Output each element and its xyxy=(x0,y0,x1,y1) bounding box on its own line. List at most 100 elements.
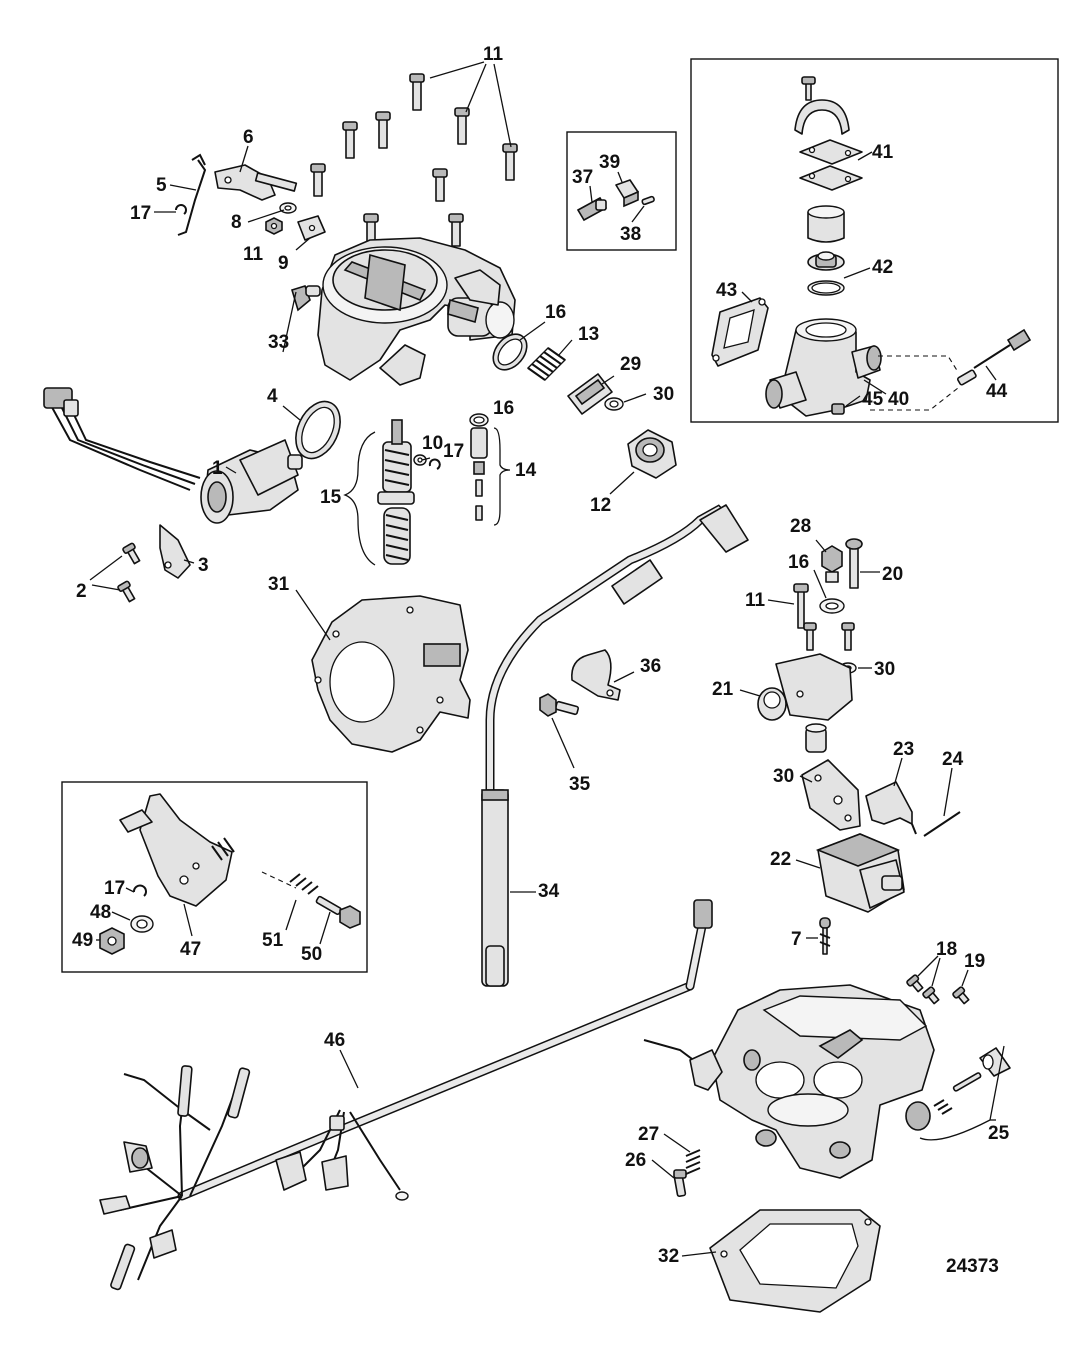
screw-11c xyxy=(793,583,809,629)
callout-31: 31 xyxy=(268,574,290,595)
bracket-9 xyxy=(297,215,326,241)
callout-19: 19 xyxy=(964,951,985,972)
bracket-3 xyxy=(159,524,191,579)
callout-27: 27 xyxy=(638,1124,659,1145)
plate-30c xyxy=(801,759,861,831)
retaining-clip-17 xyxy=(175,204,187,215)
callout-labels: 1 2 3 4 5 6 7 8 9 10 11 11 11 12 13 14 1… xyxy=(72,44,1010,1267)
callout-45: 45 xyxy=(862,389,884,410)
screws-2 xyxy=(117,542,141,603)
fitting-28 xyxy=(821,545,843,583)
callout-35: 35 xyxy=(569,774,591,795)
callout-30c: 30 xyxy=(773,766,794,787)
pin-24 xyxy=(923,811,961,837)
screw-35 xyxy=(539,693,580,717)
gasket-43 xyxy=(711,297,769,367)
screw-set-top xyxy=(310,73,518,247)
gasket-41b xyxy=(799,165,863,191)
callout-11c: 11 xyxy=(745,590,766,611)
callout-28: 28 xyxy=(790,516,811,537)
clamp-36 xyxy=(571,649,621,701)
callout-18: 18 xyxy=(936,939,957,960)
choke-rod xyxy=(177,153,207,236)
callout-16b: 16 xyxy=(493,398,514,419)
thermostat-housing-40 xyxy=(765,318,882,417)
pin-38 xyxy=(641,195,655,206)
callout-12: 12 xyxy=(590,495,611,516)
needle-and-seat-assembly xyxy=(469,413,489,521)
clip-17b xyxy=(428,458,441,470)
electric-choke-actuator xyxy=(43,387,303,524)
callout-4: 4 xyxy=(267,386,278,407)
callout-9: 9 xyxy=(278,253,289,274)
callout-16a: 16 xyxy=(545,302,566,323)
plug-45 xyxy=(831,403,845,415)
fuel-inlet-nut-12 xyxy=(627,429,677,479)
carburetor-throttle-body xyxy=(643,984,935,1179)
connector-39 xyxy=(615,179,639,208)
idle-screw-7 xyxy=(819,917,831,955)
callout-49: 49 xyxy=(72,930,93,951)
screws-right xyxy=(803,622,855,651)
callout-51: 51 xyxy=(262,930,284,951)
callout-21: 21 xyxy=(712,679,734,700)
callout-39: 39 xyxy=(599,152,620,173)
thermostat-cup xyxy=(807,205,845,243)
gasket-16 xyxy=(492,333,528,371)
thermostat-clamp xyxy=(794,76,850,135)
wiring-harness-46 xyxy=(99,899,713,1291)
callout-30b: 30 xyxy=(874,659,895,680)
throttle-lever-47 xyxy=(119,793,235,907)
callout-5: 5 xyxy=(156,175,167,196)
throttle-body-21 xyxy=(757,653,853,753)
temperature-sensor-37 xyxy=(576,196,608,222)
callout-50: 50 xyxy=(301,944,322,965)
callout-38: 38 xyxy=(620,224,641,245)
washer-8 xyxy=(279,202,297,214)
spring-13 xyxy=(526,347,567,381)
bracket-23 xyxy=(865,781,917,835)
choke-lever-bracket xyxy=(214,164,298,201)
thermostat-42 xyxy=(807,251,845,271)
screw-50 xyxy=(315,895,361,929)
inset-box-throttle-linkage xyxy=(61,781,368,973)
callout-7: 7 xyxy=(791,929,802,950)
screws-18 xyxy=(906,974,940,1005)
gasket-30a xyxy=(604,397,624,411)
callout-22: 22 xyxy=(770,849,791,870)
fitting-33 xyxy=(291,285,321,312)
callout-17c: 17 xyxy=(104,878,125,899)
washer-48 xyxy=(130,915,154,933)
callout-1: 1 xyxy=(212,458,223,479)
o-ring-4 xyxy=(295,400,341,460)
callout-34: 34 xyxy=(538,881,560,902)
filter-29 xyxy=(567,373,613,415)
callout-16c: 16 xyxy=(788,552,809,573)
callout-17a: 17 xyxy=(130,203,151,224)
temperature-sender-44 xyxy=(957,328,1032,386)
callout-40: 40 xyxy=(888,389,909,410)
figure-reference-number: 24373 xyxy=(946,1256,999,1277)
callout-46: 46 xyxy=(324,1030,345,1051)
clip-17c xyxy=(133,884,147,897)
callout-15: 15 xyxy=(320,487,342,508)
callout-32: 32 xyxy=(658,1246,679,1267)
inset-box-thermostat-housing xyxy=(690,58,1059,423)
bolt-20 xyxy=(845,538,863,589)
gasket-41a xyxy=(799,139,863,165)
callout-43: 43 xyxy=(716,280,737,301)
callout-11a: 11 xyxy=(483,44,504,65)
callout-33: 33 xyxy=(268,332,289,353)
callout-44: 44 xyxy=(986,381,1008,402)
carburetor-air-horn xyxy=(317,237,516,386)
callout-17b: 17 xyxy=(443,441,464,462)
callout-37: 37 xyxy=(572,167,593,188)
nut-11 xyxy=(265,217,283,235)
callout-48: 48 xyxy=(90,902,111,923)
mixture-screw-assembly-25 xyxy=(905,1047,1011,1131)
callout-30a: 30 xyxy=(653,384,674,405)
spring-51 xyxy=(289,873,319,895)
washer-16c xyxy=(819,598,845,614)
callout-6: 6 xyxy=(243,127,254,148)
